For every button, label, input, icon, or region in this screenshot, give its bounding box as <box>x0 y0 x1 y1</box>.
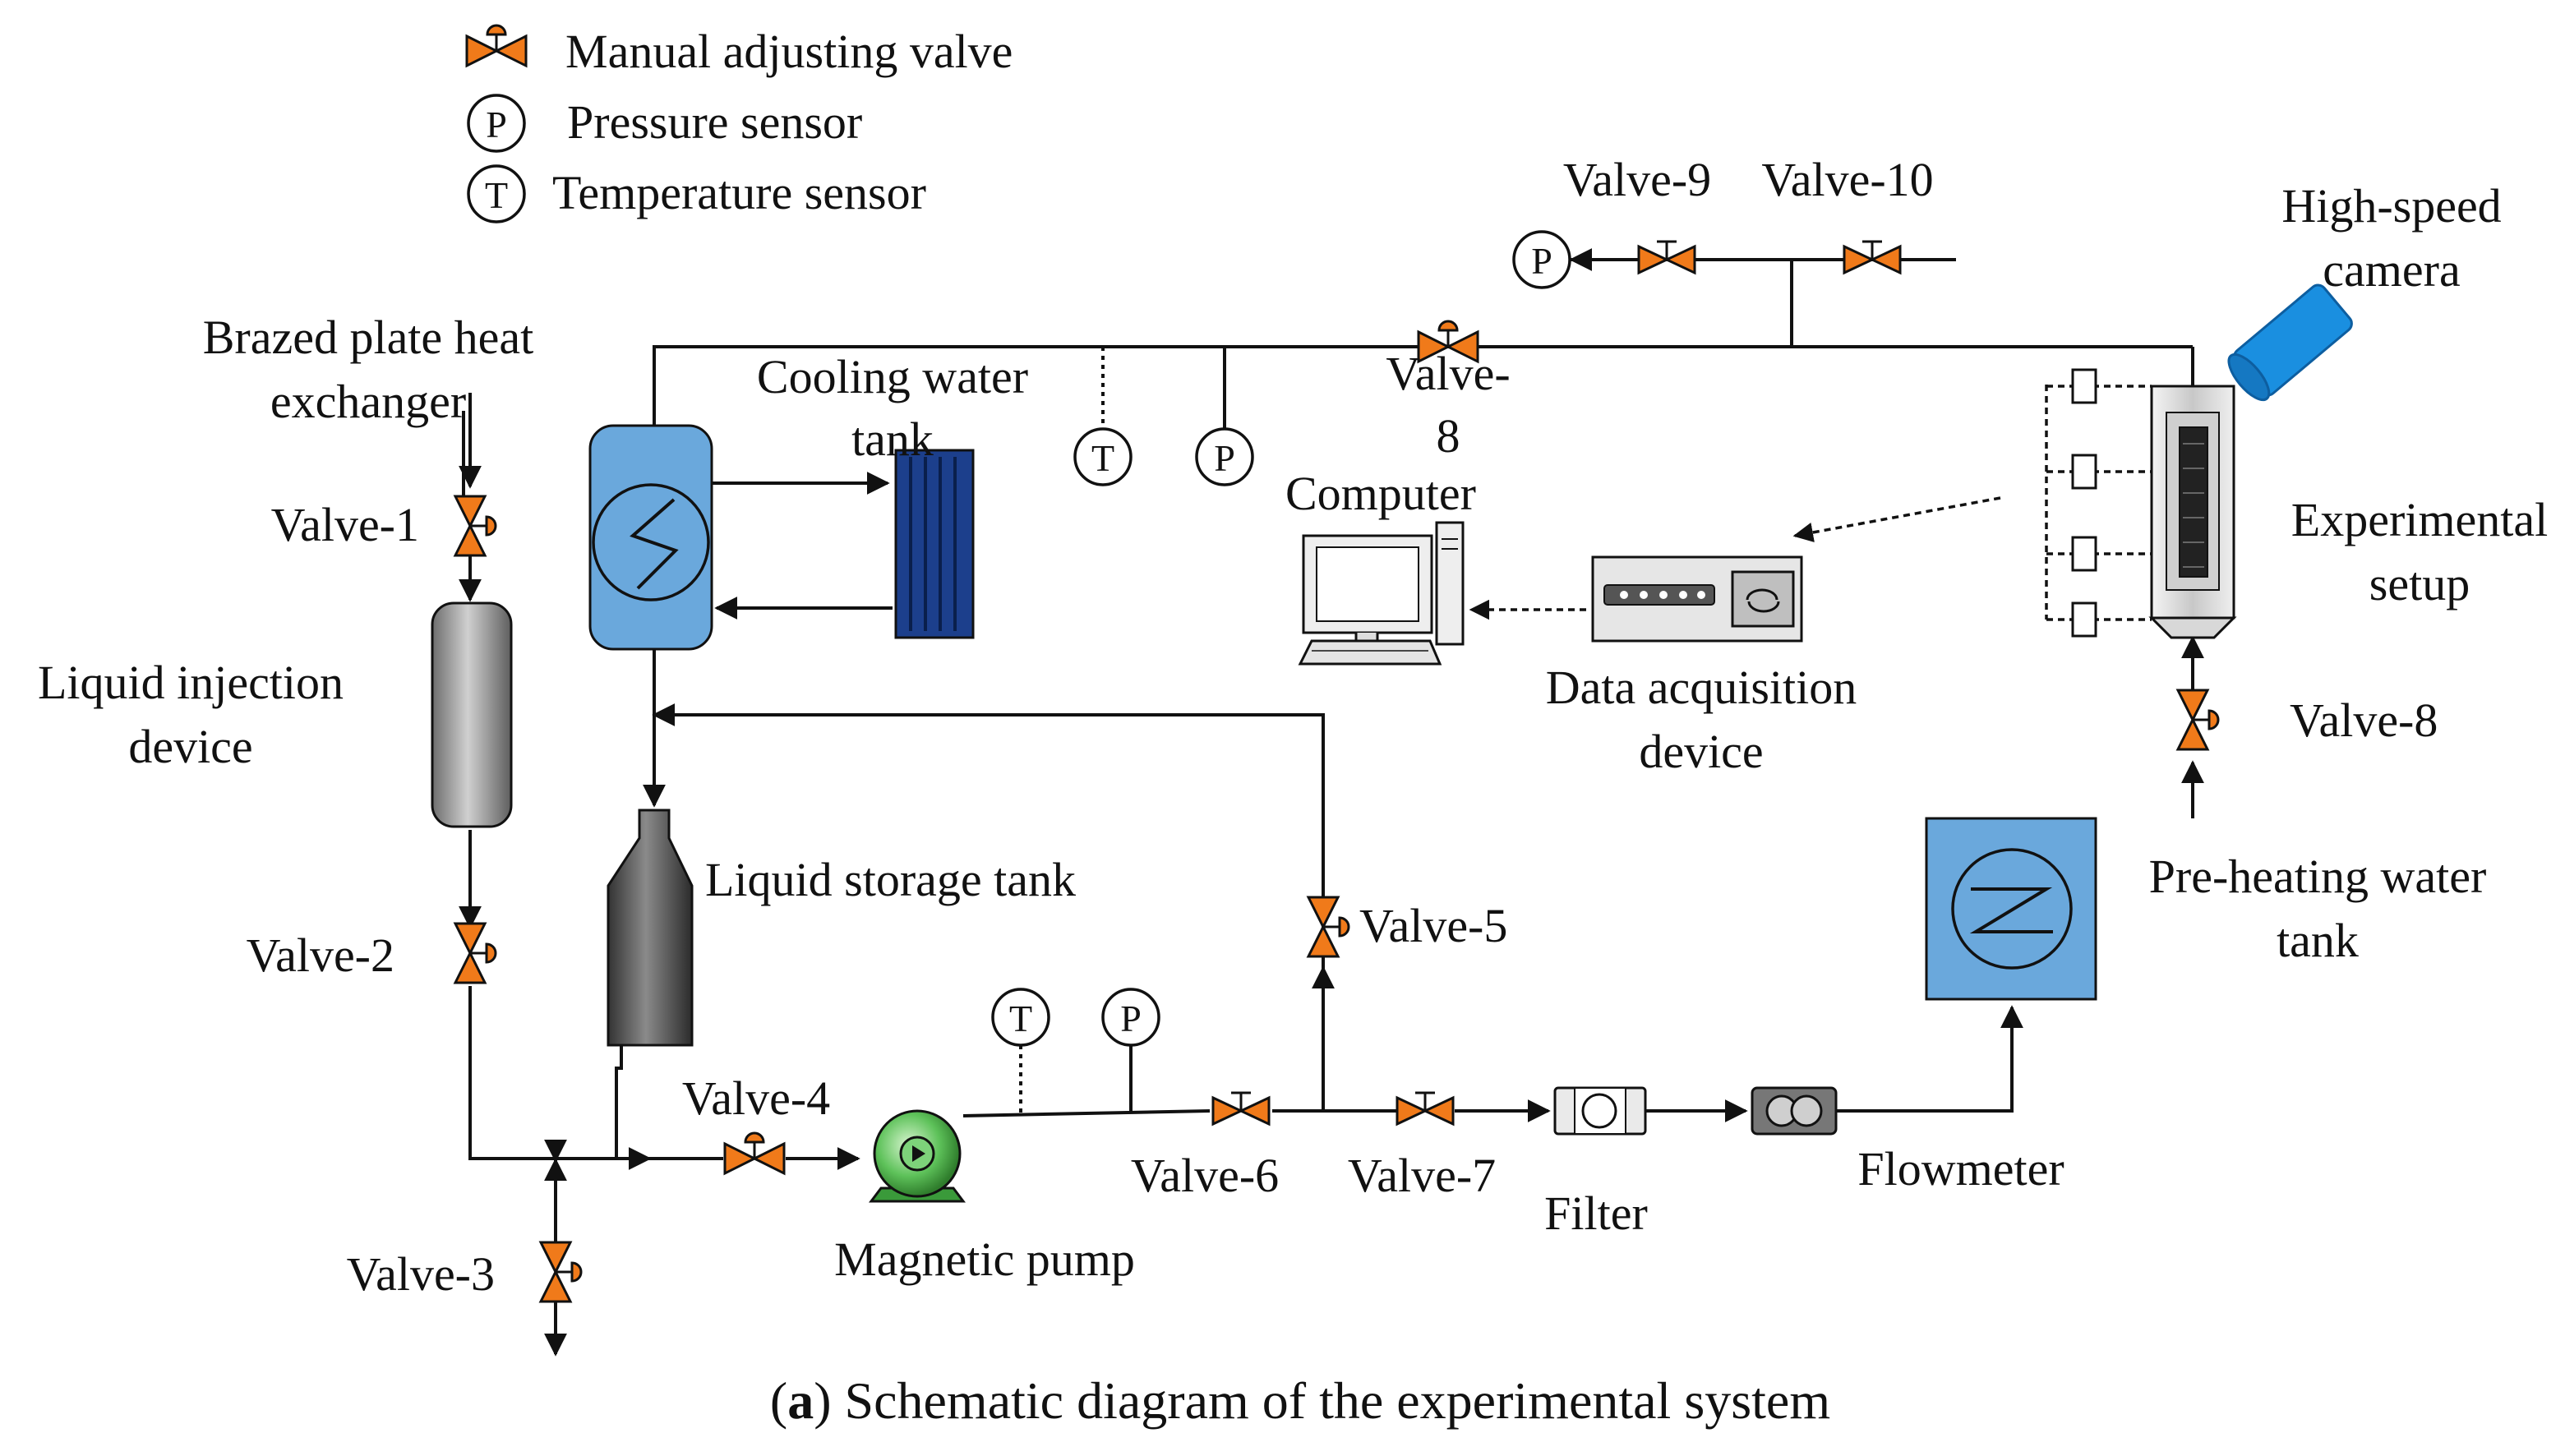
valve-8-top-label-2: 8 <box>1437 409 1460 463</box>
valve-2-label: Valve-2 <box>247 928 394 982</box>
experimental-label-1: Experimental <box>2291 493 2548 546</box>
valve-6-icon <box>1211 1091 1271 1127</box>
daq-label-2: device <box>1639 725 1763 778</box>
valve-7-label: Valve-7 <box>1348 1149 1496 1202</box>
cooling-tank-label-1: Cooling water <box>757 350 1028 403</box>
legend: Manual adjusting valve P Pressure sensor… <box>465 24 1013 223</box>
data-acquisition-device-icon <box>1591 555 1803 643</box>
camera-label-1: High-speed <box>2281 179 2501 233</box>
legend-valve-icon <box>465 24 528 68</box>
svg-text:P: P <box>486 104 507 145</box>
valve-2-icon <box>453 922 497 984</box>
flowmeter-label: Flowmeter <box>1857 1142 2064 1196</box>
magnetic-pump-icon <box>869 1109 966 1203</box>
svg-text:P: P <box>1214 437 1235 479</box>
storage-tank-label: Liquid storage tank <box>705 853 1076 906</box>
valve-8-right-icon <box>2175 689 2220 751</box>
valve-9-label: Valve-9 <box>1563 153 1711 206</box>
figure-caption: (a) Schematic diagram of the experimenta… <box>770 1371 1830 1430</box>
valve-3-label: Valve-3 <box>347 1247 495 1301</box>
daq-label-1: Data acquisition <box>1546 661 1857 714</box>
valve-8-right-label: Valve-8 <box>2290 693 2438 747</box>
liquid-injection-device-icon <box>431 601 513 828</box>
experimental-label-2: setup <box>2369 557 2470 611</box>
valve-5-icon <box>1306 896 1350 958</box>
piping <box>459 248 2204 1357</box>
preheat-label-1: Pre-heating water <box>2149 850 2487 903</box>
caption-letter: a <box>787 1371 814 1430</box>
valve-9-icon <box>1637 240 1696 275</box>
liquid-injection-label-2: device <box>128 720 252 773</box>
valve-8-top-label-1: Valve- <box>1386 347 1510 400</box>
svg-text:T: T <box>1091 437 1114 479</box>
pressure-sensor-mid-icon: P <box>1195 427 1254 486</box>
experimental-setup-icon <box>2148 385 2237 639</box>
preheating-tank-icon <box>1925 817 2097 1001</box>
heat-exchanger-icon <box>894 449 975 639</box>
pressure-sensor-top-icon: P <box>1512 230 1571 289</box>
valve-5-label: Valve-5 <box>1359 899 1507 952</box>
temperature-sensor-pump-icon: T <box>991 988 1050 1047</box>
valve-1-icon <box>453 495 497 557</box>
brazed-label-2: exchanger <box>270 375 466 428</box>
legend-valve-label: Manual adjusting valve <box>565 25 1013 78</box>
valve-4-icon <box>723 1131 786 1176</box>
valve-1-label: Valve-1 <box>271 498 419 551</box>
camera-label-2: camera <box>2323 243 2460 297</box>
computer-icon <box>1298 521 1465 666</box>
valve-10-icon <box>1843 240 1902 275</box>
pressure-sensor-pump-icon: P <box>1101 988 1160 1047</box>
svg-text:P: P <box>1120 998 1142 1039</box>
thermocouple-boxes <box>2071 368 2097 638</box>
brazed-label-1: Brazed plate heat <box>203 311 534 364</box>
liquid-storage-tank-icon <box>607 809 694 1047</box>
filter-icon <box>1553 1086 1647 1136</box>
svg-text:T: T <box>1009 998 1032 1039</box>
temperature-sensor-top-icon: T <box>1073 427 1133 486</box>
flowmeter-icon <box>1751 1086 1838 1136</box>
preheat-label-2: tank <box>2277 914 2359 967</box>
svg-text:T: T <box>485 174 508 216</box>
legend-pressure-icon: P <box>467 94 526 153</box>
legend-temperature-label: Temperature sensor <box>552 166 926 219</box>
valve-4-label: Valve-4 <box>682 1071 830 1125</box>
valve-7-icon <box>1396 1091 1455 1127</box>
svg-text:P: P <box>1531 240 1552 282</box>
valve-3-icon <box>538 1241 583 1303</box>
valve-8-top-icon <box>1417 320 1479 364</box>
legend-temperature-icon: T <box>467 164 526 223</box>
liquid-injection-label-1: Liquid injection <box>38 656 344 709</box>
high-speed-camera-icon <box>2227 283 2353 402</box>
cooling-water-tank-icon <box>588 424 713 651</box>
valve-6-label: Valve-6 <box>1131 1149 1279 1202</box>
filter-label: Filter <box>1544 1186 1648 1240</box>
magnetic-pump-label: Magnetic pump <box>834 1233 1135 1286</box>
caption-text: Schematic diagram of the experimental sy… <box>832 1371 1831 1430</box>
legend-pressure-label: Pressure sensor <box>567 95 862 149</box>
valve-10-label: Valve-10 <box>1761 153 1933 206</box>
computer-label: Computer <box>1285 467 1476 520</box>
cooling-tank-label-2: tank <box>851 412 934 466</box>
labels: Brazed plate heat exchanger Valve-1 Liqu… <box>38 153 2548 1301</box>
